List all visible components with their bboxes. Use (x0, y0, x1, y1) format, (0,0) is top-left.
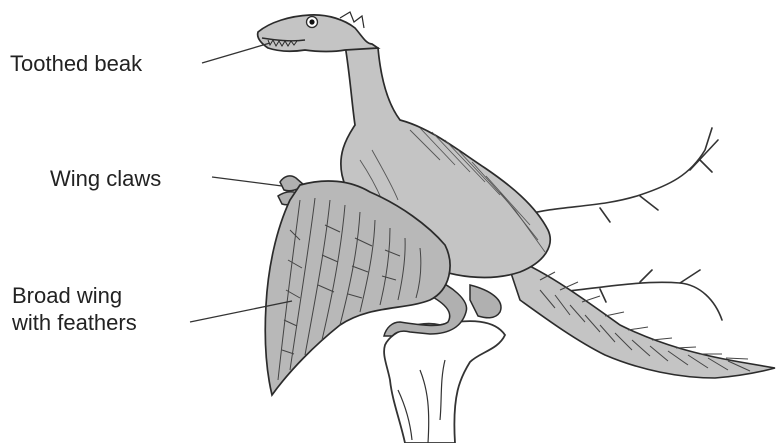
label-broad-wing-line1: Broad wing (12, 282, 137, 309)
leader-line-claws (212, 177, 282, 186)
label-broad-wing-line2: with feathers (12, 309, 137, 336)
tail (505, 255, 775, 378)
label-toothed-beak: Toothed beak (10, 50, 142, 77)
label-broad-wing: Broad wing with feathers (12, 282, 137, 336)
label-wing-claws: Wing claws (50, 165, 161, 192)
tree-trunk (384, 321, 505, 443)
leader-line-beak (202, 43, 270, 63)
